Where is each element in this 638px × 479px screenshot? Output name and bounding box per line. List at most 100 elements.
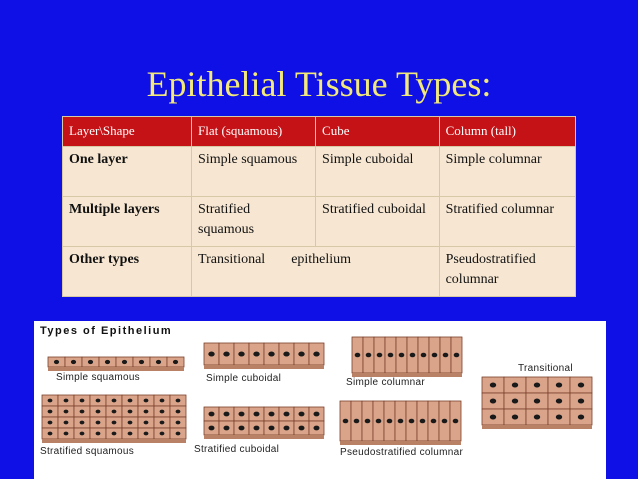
stratified-squamous-nucleus — [159, 431, 165, 436]
simple-squamous-nucleus — [155, 359, 162, 365]
simple-cuboidal-nucleus — [313, 351, 320, 357]
stratified-cuboidal-nucleus — [313, 411, 320, 417]
simple-cuboidal-basement — [204, 365, 324, 369]
simple-cuboidal-nucleus — [238, 351, 245, 357]
transitional-nucleus — [577, 398, 585, 404]
simple-columnar-nucleus — [354, 352, 361, 358]
simple-cuboidal-nucleus — [253, 351, 260, 357]
stratified-squamous-nucleus — [79, 398, 85, 403]
simple-squamous-nucleus — [53, 359, 60, 365]
stratified-squamous-nucleus — [79, 431, 85, 436]
stratified-cuboidal-nucleus — [223, 411, 230, 417]
pseudostratified-columnar-nucleus — [430, 418, 437, 424]
simple-columnar-nucleus — [431, 352, 438, 358]
transitional-nucleus — [555, 414, 563, 420]
simple-columnar-nucleus — [387, 352, 394, 358]
stratified-squamous-nucleus — [111, 398, 117, 403]
stratified-squamous-nucleus — [159, 409, 165, 414]
stratified-squamous-nucleus — [127, 409, 133, 414]
cell-stratified-columnar: Stratified columnar — [438, 196, 577, 247]
simple-columnar-nucleus — [409, 352, 416, 358]
stratified-squamous-nucleus — [63, 431, 69, 436]
stratified-cuboidal-nucleus — [253, 411, 260, 417]
stratified-squamous-nucleus — [47, 420, 53, 425]
simple-cuboidal-nucleus — [298, 351, 305, 357]
simple-columnar-nucleus — [376, 352, 383, 358]
stratified-squamous-nucleus — [175, 431, 181, 436]
stratified-squamous-nucleus — [175, 409, 181, 414]
cell-stratified-squamous: Stratified squamous — [191, 196, 317, 247]
cell-transitional: Transitional — [198, 252, 266, 267]
stratified-squamous-nucleus — [79, 409, 85, 414]
stratified-cuboidal-nucleus — [223, 425, 230, 431]
stratified-squamous-nucleus — [95, 409, 101, 414]
simple-columnar-nucleus — [420, 352, 427, 358]
stratified-squamous-nucleus — [127, 431, 133, 436]
stratified-squamous-nucleus — [95, 398, 101, 403]
cell-simple-cuboidal: Simple cuboidal — [315, 146, 440, 197]
label-pseudostratified-columnar: Pseudostratified columnar — [340, 447, 464, 458]
stratified-squamous-nucleus — [47, 431, 53, 436]
stratified-squamous-nucleus — [95, 431, 101, 436]
cell-transitional-epithelium: Transitional epithelium — [191, 246, 440, 297]
pseudostratified-columnar-nucleus — [375, 418, 382, 424]
pseudostratified-columnar-nucleus — [397, 418, 404, 424]
stratified-cuboidal-nucleus — [268, 411, 275, 417]
tissue-types-table: Layer\Shape Flat (squamous) Cube Column … — [61, 116, 577, 297]
stratified-cuboidal-nucleus — [238, 425, 245, 431]
transitional-nucleus — [533, 382, 541, 388]
stratified-squamous-nucleus — [63, 420, 69, 425]
cell-pseudostratified-columnar: Pseudostratified columnar — [438, 246, 577, 297]
stratified-squamous-nucleus — [175, 398, 181, 403]
transitional-nucleus — [555, 398, 563, 404]
label-simple-cuboidal: Simple cuboidal — [206, 373, 282, 384]
stratified-cuboidal-basement — [204, 435, 324, 439]
label-simple-columnar: Simple columnar — [346, 377, 425, 388]
stratified-squamous-nucleus — [111, 431, 117, 436]
row-label-other-types: Other types — [61, 246, 193, 297]
stratified-cuboidal-nucleus — [208, 411, 215, 417]
pseudostratified-columnar-nucleus — [386, 418, 393, 424]
simple-columnar-nucleus — [365, 352, 372, 358]
table-header-row: Layer\Shape Flat (squamous) Cube Column … — [61, 116, 577, 147]
stratified-squamous-nucleus — [175, 420, 181, 425]
pseudostratified-columnar-nucleus — [364, 418, 371, 424]
simple-squamous-nucleus — [138, 359, 145, 365]
cell-epithelium: epithelium — [291, 252, 352, 267]
table-row: Multiple layers Stratified squamous Stra… — [61, 196, 577, 247]
stratified-squamous-nucleus — [111, 409, 117, 414]
label-stratified-cuboidal: Stratified cuboidal — [194, 444, 280, 455]
transitional-nucleus — [489, 414, 497, 420]
simple-squamous-nucleus — [121, 359, 128, 365]
label-stratified-squamous: Stratified squamous — [40, 446, 135, 457]
stratified-squamous-nucleus — [127, 398, 133, 403]
table-row: Other types Transitional epithelium Pseud… — [61, 246, 577, 297]
simple-squamous-nucleus — [87, 359, 94, 365]
stratified-squamous-nucleus — [143, 431, 149, 436]
simple-squamous-basement — [48, 367, 184, 371]
pseudostratified-columnar-basement — [340, 441, 461, 445]
simple-squamous-nucleus — [104, 359, 111, 365]
stratified-squamous-nucleus — [143, 398, 149, 403]
slide-title: Epithelial Tissue Types: — [146, 64, 492, 104]
stratified-cuboidal-nucleus — [238, 411, 245, 417]
header-cube: Cube — [315, 116, 440, 147]
simple-squamous-nucleus — [70, 359, 77, 365]
simple-columnar-basement — [352, 373, 462, 377]
pseudostratified-columnar-nucleus — [419, 418, 426, 424]
simple-columnar-nucleus — [398, 352, 405, 358]
transitional-nucleus — [533, 414, 541, 420]
transitional-basement — [482, 425, 592, 429]
epithelium-diagram: Types of Epithelium Simple squamous Simp… — [34, 321, 606, 479]
stratified-squamous-nucleus — [63, 398, 69, 403]
stratified-squamous-nucleus — [159, 398, 165, 403]
simple-cuboidal-nucleus — [208, 351, 215, 357]
header-flat: Flat (squamous) — [191, 116, 317, 147]
stratified-squamous-nucleus — [47, 398, 53, 403]
stratified-cuboidal-nucleus — [208, 425, 215, 431]
row-label-multiple-layers: Multiple layers — [61, 196, 193, 247]
pseudostratified-columnar-nucleus — [408, 418, 415, 424]
cell-simple-squamous: Simple squamous — [191, 146, 317, 197]
stratified-squamous-nucleus — [79, 420, 85, 425]
label-simple-squamous: Simple squamous — [56, 372, 140, 383]
